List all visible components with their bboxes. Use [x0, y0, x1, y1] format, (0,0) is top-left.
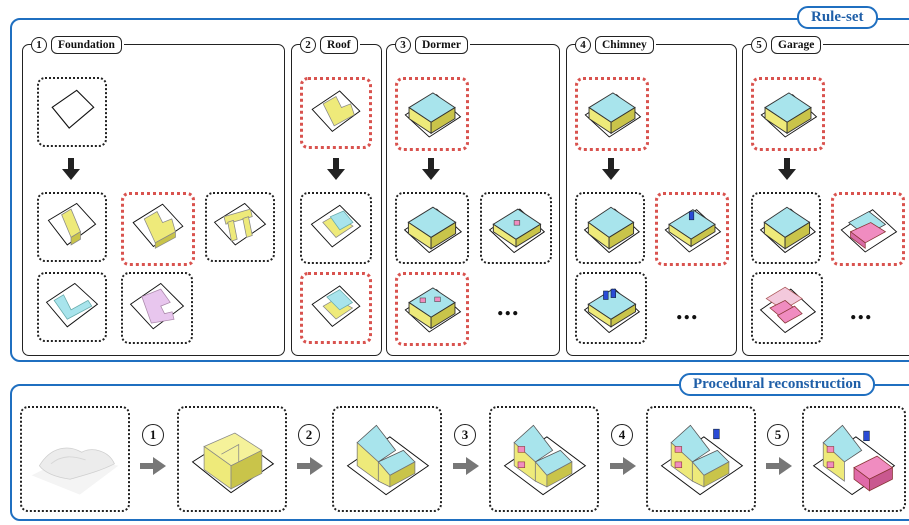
tile-step4-chimney — [646, 406, 756, 512]
tile-step1-foundation — [177, 406, 287, 512]
hip-house-icon — [759, 206, 816, 254]
foundation-bar-icon — [47, 202, 97, 246]
hip-house-icon — [760, 92, 818, 138]
tile-input-pointcloud — [20, 406, 130, 512]
rule-label-dormer: 3 Dormer — [395, 36, 470, 54]
chimney-house-icon — [664, 209, 722, 253]
roof-gable-icon — [311, 285, 361, 327]
garage-result-icon — [812, 424, 896, 496]
garage-house-icon — [759, 286, 817, 334]
foundation-c-icon — [129, 282, 185, 330]
roof-flat-icon — [310, 204, 362, 248]
chimney-house-icon — [583, 288, 641, 334]
garage-block-icon — [840, 209, 898, 253]
tile-roof-input-selected — [300, 77, 372, 149]
rule-name: Garage — [771, 36, 822, 54]
tile-garage-input-selected — [751, 77, 825, 151]
down-arrow-icon — [62, 158, 80, 180]
rule-number: 5 — [751, 37, 767, 53]
right-arrow-icon — [140, 457, 166, 475]
tile-garage-combined — [751, 272, 823, 344]
step-number: 1 — [142, 424, 164, 446]
step-number: 4 — [611, 424, 633, 446]
tile-foundation-c-shape — [121, 272, 193, 344]
chimney-ellipsis: ... — [676, 296, 699, 325]
tile-chimney-none — [575, 192, 645, 264]
dormer-ellipsis: ... — [497, 292, 520, 321]
roof-result-icon — [346, 424, 430, 496]
tile-foundation-pi — [205, 192, 275, 262]
rule-number: 2 — [300, 37, 316, 53]
tile-roof-flat — [300, 192, 372, 264]
step-number: 2 — [298, 424, 320, 446]
tile-chimney-input-selected — [575, 77, 649, 151]
foundation-pi-icon — [213, 202, 267, 246]
hip-house-icon — [403, 206, 463, 254]
right-arrow-icon — [766, 457, 792, 475]
down-arrow-icon — [327, 158, 345, 180]
step-number: 5 — [767, 424, 789, 446]
foundation-corner-icon — [132, 203, 184, 249]
rule-label-roof: 2 Roof — [300, 36, 360, 54]
rule-label-chimney: 4 Chimney — [575, 36, 656, 54]
garage-ellipsis: ... — [850, 296, 873, 325]
rule-name: Dormer — [415, 36, 468, 54]
tile-foundation-corner-selected — [121, 192, 195, 266]
tile-chimney-one-selected — [655, 192, 729, 266]
rule-name: Chimney — [595, 36, 654, 54]
chimney-result-icon — [660, 424, 744, 496]
tile-dormer-two-selected — [395, 272, 469, 346]
down-arrow-icon — [602, 158, 620, 180]
tile-step3-dormer — [489, 406, 599, 512]
roof-input-icon — [311, 90, 361, 132]
ruleset-section — [10, 18, 909, 362]
rule-number: 1 — [31, 37, 47, 53]
tile-foundation-bar — [37, 192, 107, 262]
dormer-house-icon — [404, 287, 462, 333]
rule-name: Foundation — [51, 36, 122, 54]
reconstruction-section — [10, 384, 909, 521]
rule-label-foundation: 1 Foundation — [31, 36, 124, 54]
dormer-result-icon — [503, 424, 587, 496]
down-arrow-icon — [422, 158, 440, 180]
rule-number: 3 — [395, 37, 411, 53]
tile-foundation-l-shape — [37, 272, 107, 342]
foundation-l-icon — [45, 282, 99, 328]
tile-step5-garage — [802, 406, 906, 512]
rule-number: 4 — [575, 37, 591, 53]
tile-empty-lot — [37, 77, 107, 147]
right-arrow-icon — [297, 457, 323, 475]
point-cloud-icon — [31, 447, 119, 495]
reconstruction-title: Procedural reconstruction — [679, 373, 876, 396]
empty-lot-icon — [51, 89, 95, 129]
rule-name: Roof — [320, 36, 358, 54]
tile-roof-gable-selected — [300, 272, 372, 344]
tile-dormer-input-selected — [395, 77, 469, 151]
tile-dormer-none — [395, 192, 469, 264]
tile-dormer-one — [480, 192, 552, 264]
tile-chimney-two — [575, 272, 647, 344]
hip-house-icon — [404, 92, 462, 138]
ruleset-title: Rule-set — [797, 6, 878, 29]
rule-label-garage: 5 Garage — [751, 36, 824, 54]
down-arrow-icon — [778, 158, 796, 180]
right-arrow-icon — [610, 457, 636, 475]
tile-garage-none — [751, 192, 821, 264]
dormer-house-icon — [488, 208, 546, 254]
hip-house-icon — [584, 92, 642, 138]
foundation-result-icon — [191, 432, 275, 494]
tile-garage-pink-selected — [831, 192, 905, 266]
hip-house-icon — [583, 206, 640, 254]
tile-step2-roof — [332, 406, 442, 512]
step-number: 3 — [454, 424, 476, 446]
right-arrow-icon — [453, 457, 479, 475]
